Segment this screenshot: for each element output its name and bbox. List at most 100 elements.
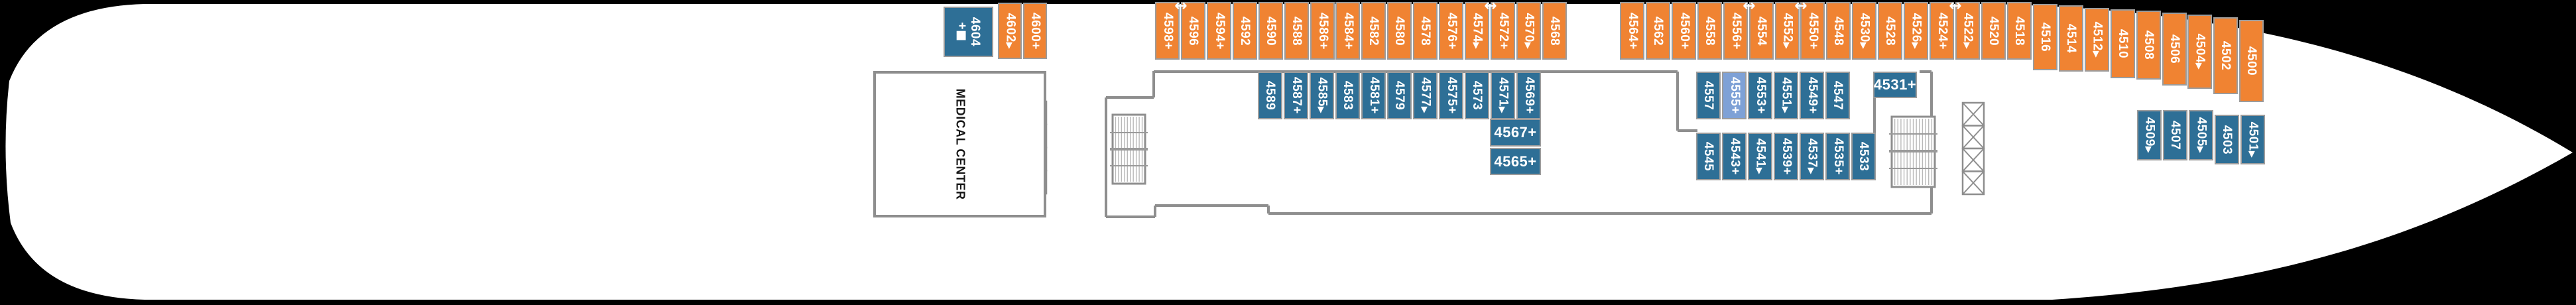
cabin-4569[interactable]: 4569+ <box>1516 72 1541 119</box>
cabin-4575[interactable]: 4575+ <box>1439 72 1463 119</box>
cabin-number-label: 4568 <box>1548 16 1562 46</box>
cabin-number-label: 4549+ <box>1805 77 1819 114</box>
cabin-4571[interactable]: 4571▶ <box>1491 72 1515 119</box>
cabin-4585[interactable]: 4585▶ <box>1310 72 1334 119</box>
cabin-4553[interactable]: 4553+ <box>1748 72 1772 119</box>
cabin-4549[interactable]: 4549+ <box>1800 72 1824 119</box>
cabin-4550[interactable]: 4550+ <box>1800 2 1825 60</box>
cabin-4548[interactable]: 4548 <box>1826 2 1851 60</box>
cabin-4509[interactable]: 4509▶ <box>2137 110 2162 160</box>
cabin-4524[interactable]: 4524+ <box>1930 2 1954 60</box>
triangle-icon: ▶ <box>1780 106 1790 114</box>
cabin-4582[interactable]: 4582 <box>1361 2 1386 60</box>
cabin-number-label: 4582 <box>1367 16 1381 46</box>
triangle-icon: ▶ <box>1497 106 1507 114</box>
cabin-4508[interactable]: 4508 <box>2136 11 2161 80</box>
cabin-4577[interactable]: 4577▶ <box>1413 72 1438 119</box>
cabin-4539[interactable]: 4539+ <box>1774 133 1798 180</box>
cabin-4531[interactable]: 4531+ <box>1873 72 1917 98</box>
cabin-4587[interactable]: 4587+ <box>1284 72 1308 119</box>
cabin-4560[interactable]: 4560+ <box>1672 2 1696 60</box>
cabin-4562[interactable]: 4562 <box>1646 2 1670 60</box>
cabin-number-label: 4581+ <box>1367 77 1381 114</box>
cabin-number-label: 4555+ <box>1727 77 1742 114</box>
cabin-4555[interactable]: 4555+ <box>1722 72 1747 119</box>
cabin-4592[interactable]: 4592 <box>1233 2 1257 60</box>
cabin-4530[interactable]: 4530▶ <box>1852 2 1876 60</box>
cabin-number-label: 4543+ <box>1727 138 1742 175</box>
cabin-4507[interactable]: 4507 <box>2163 110 2187 160</box>
cabin-number-label: 4571▶ <box>1496 77 1510 114</box>
cabin-4543[interactable]: 4543+ <box>1722 133 1747 180</box>
cabin-4554[interactable]: 4554 <box>1749 2 1774 60</box>
cabin-4590[interactable]: 4590 <box>1258 2 1283 60</box>
cabin-4502[interactable]: 4502 <box>2213 17 2238 94</box>
cabin-4596[interactable]: 4596 <box>1181 2 1205 60</box>
cabin-number-label: 4589 <box>1263 80 1278 111</box>
cabin-4547[interactable]: 4547 <box>1825 72 1850 119</box>
cabin-4510[interactable]: 4510 <box>2111 9 2135 78</box>
cabin-4568[interactable]: 4568 <box>1542 2 1567 60</box>
cabin-4526[interactable]: 4526▶ <box>1904 2 1928 60</box>
cabin-4537[interactable]: 4537▶ <box>1800 133 1824 180</box>
cabin-4516[interactable]: 4516 <box>2033 4 2057 70</box>
cabin-4520[interactable]: 4520 <box>1981 2 2006 60</box>
cabin-4558[interactable]: 4558 <box>1697 2 1722 60</box>
cabin-4564[interactable]: 4564+ <box>1620 2 1644 60</box>
cabin-number-label: 4585▶ <box>1315 77 1329 114</box>
cabin-4541[interactable]: 4541▶ <box>1748 133 1772 180</box>
cabin-4552[interactable]: 4552▶ <box>1775 2 1800 60</box>
cabin-4514[interactable]: 4514 <box>2059 5 2083 72</box>
cabin-4535[interactable]: 4535+ <box>1825 133 1850 180</box>
cabin-number-label: 4504▶ <box>2193 33 2207 70</box>
cabin-4551[interactable]: 4551▶ <box>1774 72 1798 119</box>
cabin-4501[interactable]: 4501▶ <box>2240 115 2265 164</box>
cabin-4584[interactable]: 4584+ <box>1335 2 1360 60</box>
cabin-4581[interactable]: 4581+ <box>1361 72 1386 119</box>
cabin-4503[interactable]: 4503 <box>2215 115 2239 164</box>
cabin-number-label: 4580 <box>1392 16 1407 46</box>
cabin-number-label: 4530▶ <box>1857 13 1872 49</box>
cabin-4588[interactable]: 4588 <box>1284 2 1309 60</box>
cabin-4580[interactable]: 4580 <box>1387 2 1412 60</box>
cabin-number-label: 4565+ <box>1494 152 1537 170</box>
cabin-4522[interactable]: 4522▶ <box>1955 2 1980 60</box>
triangle-icon: ▶ <box>1806 167 1816 175</box>
cabin-4583[interactable]: 4583 <box>1335 72 1360 119</box>
cabin-4500[interactable]: 4500 <box>2239 20 2264 102</box>
cabin-4512[interactable]: 4512▶ <box>2085 8 2109 72</box>
cabin-4565[interactable]: 4565+ <box>1490 148 1541 175</box>
cabin-4504[interactable]: 4504▶ <box>2187 15 2212 89</box>
cabin-4600[interactable]: 4600+ <box>1023 3 1047 59</box>
cabin-4506[interactable]: 4506 <box>2162 13 2187 86</box>
cabin-4574[interactable]: 4574▶ <box>1465 2 1489 60</box>
cabin-4589[interactable]: 4589 <box>1258 72 1282 119</box>
cabin-number-label: 4547 <box>1831 80 1845 111</box>
cabin-4602[interactable]: 4602▶ <box>998 3 1022 59</box>
cabin-4586[interactable]: 4586+ <box>1310 2 1335 60</box>
cabin-4573[interactable]: 4573 <box>1465 72 1489 119</box>
cabin-number-label: 4573 <box>1470 80 1485 111</box>
cabin-4545[interactable]: 4545 <box>1696 133 1721 180</box>
cabin-4576[interactable]: 4576+ <box>1439 2 1463 60</box>
cabin-4556[interactable]: 4556+ <box>1723 2 1748 60</box>
cabin-4557[interactable]: 4557 <box>1696 72 1721 119</box>
cabin-4604[interactable]: 4604+■ <box>944 7 993 57</box>
cabin-4594[interactable]: 4594+ <box>1207 2 1231 60</box>
cabin-number-label: 4578 <box>1418 16 1433 46</box>
cabin-4570[interactable]: 4570▶ <box>1516 2 1541 60</box>
cabin-4567[interactable]: 4567+ <box>1490 119 1541 147</box>
cabin-4579[interactable]: 4579 <box>1387 72 1412 119</box>
cabin-4518[interactable]: 4518 <box>2007 2 2032 60</box>
cabin-number-label: 4510 <box>2116 29 2130 59</box>
cabin-4578[interactable]: 4578 <box>1413 2 1438 60</box>
cabin-4572[interactable]: 4572+ <box>1491 2 1515 60</box>
cabin-number-label: 4552▶ <box>1780 13 1795 49</box>
cabin-4505[interactable]: 4505▶ <box>2189 110 2213 160</box>
cabin-number-label: 4503 <box>2220 125 2235 154</box>
cabin-number-label: 4574▶ <box>1470 13 1485 49</box>
cabin-4533[interactable]: 4533 <box>1851 133 1876 180</box>
cabin-4598[interactable]: 4598+ <box>1155 2 1180 60</box>
cabin-number-label: 4528 <box>1883 16 1898 46</box>
cabin-4528[interactable]: 4528 <box>1878 2 1902 60</box>
